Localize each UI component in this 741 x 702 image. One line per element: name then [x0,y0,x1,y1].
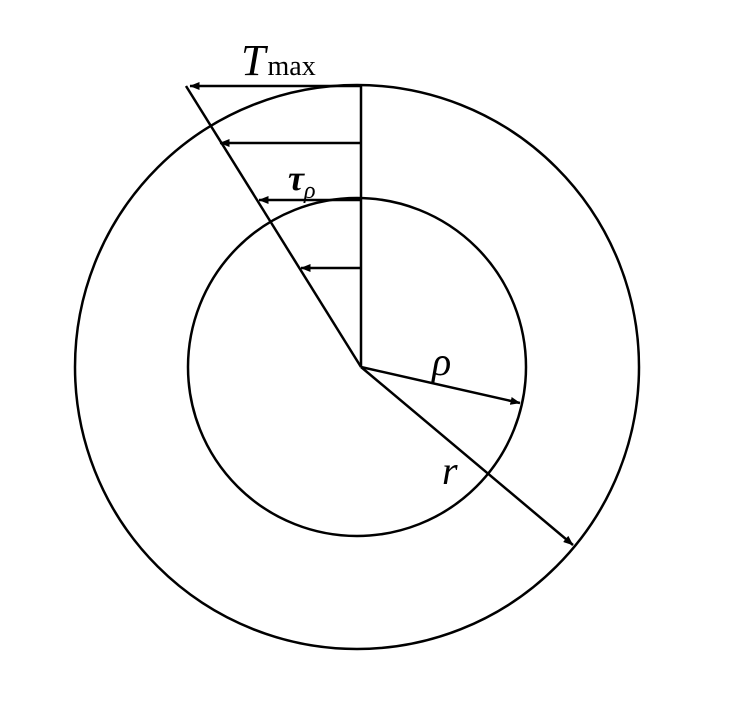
t-max-label: Tmax [241,36,316,85]
tau-main: τ [288,158,305,198]
r-label: r [442,448,458,493]
t-max-subscript: max [267,51,315,82]
outer-circle [73,83,641,651]
inner-circle [186,196,528,538]
rho-radius-arrow [360,365,521,405]
rho-label: ρ [430,339,451,384]
t-max-main: T [241,36,269,85]
stress-distribution-line [184,85,363,368]
tau-subscript: ρ [303,178,316,204]
r-radius-arrow [360,366,574,546]
tau-rho-label: τρ [288,158,316,204]
